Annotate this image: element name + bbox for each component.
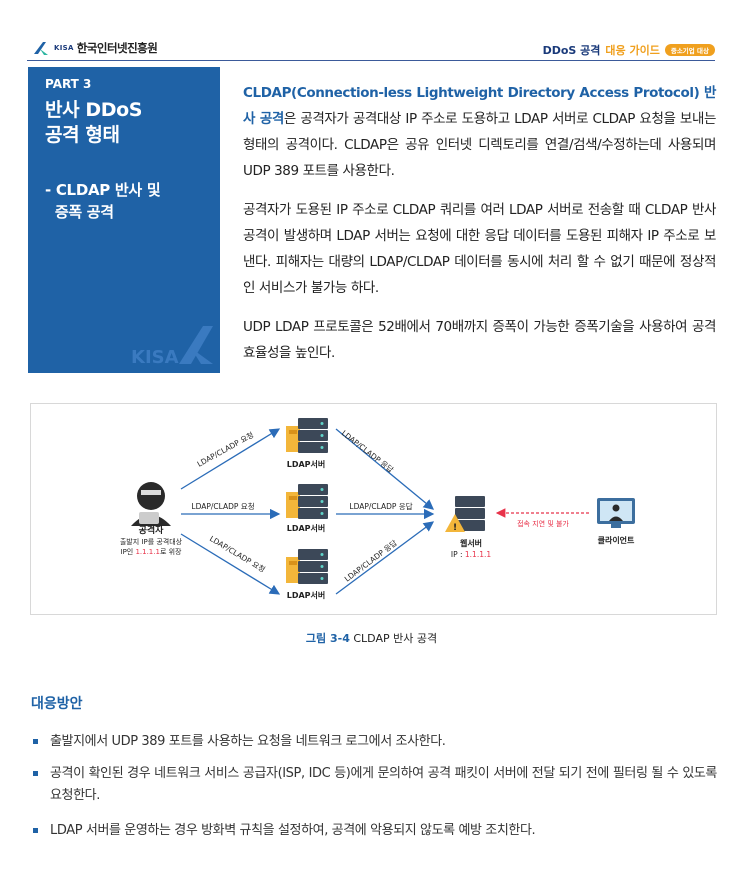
org-name: 한국인터넷진흥원 (76, 41, 158, 55)
request-arrow-top (180, 428, 281, 490)
response-arrow-bottom (335, 521, 435, 595)
countermeasures-title: 대응방안 (31, 696, 83, 712)
list-item: LDAP 서버를 운영하는 경우 방화벽 규칙을 설정하여, 공격에 악용되지 … (31, 820, 717, 842)
svg-text:!: ! (453, 523, 457, 533)
cldap-diagram: 공격자 출발지 IP를 공격대상 IP인 1.1.1.1로 위장 LDAP/CL… (30, 403, 717, 615)
kisa-logo: KISA 한국인터넷진흥원 (31, 40, 158, 56)
ldap-server-icon-bottom (286, 549, 328, 584)
kisa-logo-text: KISA (54, 44, 74, 52)
kisa-watermark: KISA (131, 326, 213, 368)
attacker-label: 공격자 (139, 524, 165, 536)
intro-paragraph-2: 공격자가 도용된 IP 주소로 CLDAP 쿼리를 여러 LDAP 서버로 전송… (243, 202, 716, 296)
request-arrow-bottom (180, 533, 281, 595)
bullet-icon (33, 828, 38, 833)
target-badge: 중소기업 대상 (664, 44, 715, 56)
attacker-icon (131, 482, 171, 526)
intro-text: CLDAP(Connection-less Lightweight Direct… (243, 80, 716, 379)
ldap-server-icon-middle (286, 484, 328, 519)
client-label: 클라이언트 (598, 535, 635, 545)
bullet-icon (33, 739, 38, 744)
bullet-icon (33, 771, 38, 776)
list-item-text: 공격이 확인된 경우 네트워크 서비스 공급자(ISP, IDC 등)에게 문의… (50, 766, 717, 803)
ldap-server-icon-top (286, 418, 328, 453)
intro-p1-rest: 은 공격자가 공격대상 IP 주소로 도용하고 LDAP 서버로 CLDAP 요… (243, 111, 716, 179)
part-label: PART 3 (45, 77, 92, 91)
response-arrow-top (335, 428, 435, 510)
figure-caption: 그림 3-4 CLDAP 반사 공격 (0, 630, 743, 646)
response-label-bottom: LDAP/CLADP 응답 (342, 538, 399, 584)
attacker-desc-2: IP인 1.1.1.1로 위장 (121, 547, 183, 556)
list-item: 공격이 확인된 경우 네트워크 서비스 공급자(ISP, IDC 등)에게 문의… (31, 763, 717, 807)
header-divider (27, 60, 715, 61)
request-label-middle: LDAP/CLADP 요청 (191, 502, 254, 511)
guide-title-part2: 대응 가이드 (605, 44, 660, 57)
intro-paragraph-3: UDP LDAP 프로토콜은 52배에서 70배까지 증폭이 가능한 증폭기술을… (243, 319, 716, 361)
part-title: 반사 DDoS 공격 형태 (45, 99, 143, 146)
web-server-label: 웹서버 (460, 538, 482, 548)
kisa-mark-icon (34, 42, 48, 55)
response-label-top: LDAP/CLADP 응답 (340, 428, 396, 475)
attacker-spoofed-ip: 1.1.1.1 (135, 548, 160, 556)
attacker-desc-1: 출발지 IP를 공격대상 (120, 537, 183, 546)
part-subtitle: - CLDAP 반사 및 증폭 공격 (45, 181, 161, 221)
cldap-term: CLDAP(Connection-less Lightweight Direct… (243, 85, 716, 127)
figure-caption-text: CLDAP 반사 공격 (349, 632, 438, 645)
ldap-server-label-bottom: LDAP서버 (287, 590, 326, 600)
ldap-server-label-middle: LDAP서버 (287, 523, 326, 533)
list-item-text: LDAP 서버를 운영하는 경우 방화벽 규칙을 설정하여, 공격에 악용되지 … (50, 823, 536, 838)
guide-title-part1: DDoS 공격 (542, 44, 601, 57)
list-item-text: 출발지에서 UDP 389 포트를 사용하는 요청을 네트워크 로그에서 조사한… (50, 734, 446, 749)
ldap-server-label-top: LDAP서버 (287, 459, 326, 469)
web-server-ip: IP : 1.1.1.1 (451, 550, 491, 559)
figure-number: 그림 3-4 (305, 632, 350, 645)
watermark-text: KISA (131, 347, 179, 368)
response-label-middle: LDAP/CLADP 응답 (349, 501, 412, 511)
blocked-label: 접속 지연 및 불가 (517, 519, 569, 528)
guide-title: DDoS 공격 대응 가이드 중소기업 대상 (543, 42, 715, 58)
list-item: 출발지에서 UDP 389 포트를 사용하는 요청을 네트워크 로그에서 조사한… (31, 731, 717, 753)
client-icon (597, 498, 635, 528)
part-box: PART 3 반사 DDoS 공격 형태 - CLDAP 반사 및 증폭 공격 … (28, 67, 220, 373)
web-server-icon: ! (445, 496, 485, 533)
intro-paragraph-1: CLDAP(Connection-less Lightweight Direct… (243, 80, 716, 184)
